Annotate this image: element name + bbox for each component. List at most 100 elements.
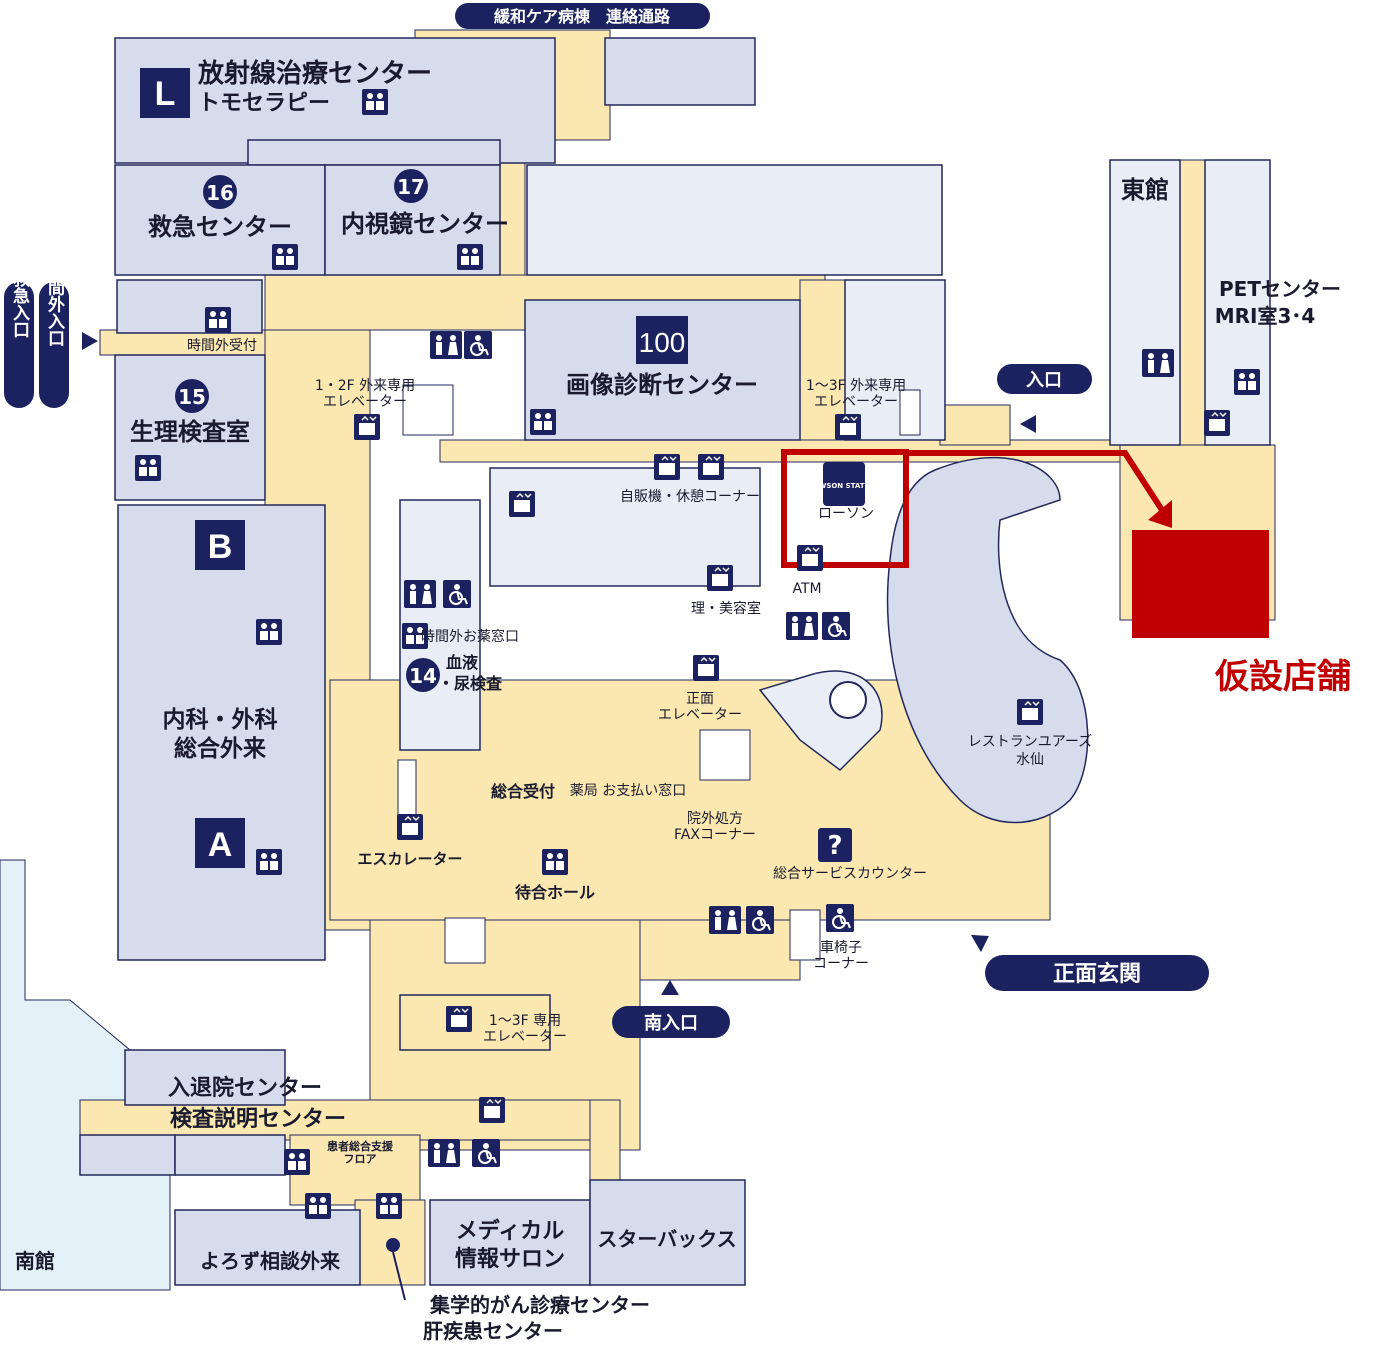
internal-surgery-line2: 総合外来 [174,735,267,762]
top-passage-label: 緩和ケア病棟 連絡通路 [494,7,671,26]
atm-label: ATM [792,581,821,597]
after-hours-entrance-label: 時間外入口 [44,260,65,346]
emergency-entrance-label: 救急入口 [9,269,30,338]
blood-line1: 血液 [446,653,479,672]
exam-icon [272,244,298,270]
block-l-badge [140,68,190,118]
consultation-label: よろず相談外来 [200,1249,341,1273]
physiology-title: 生理検査室 [130,418,250,446]
toilet-icon [404,580,436,608]
question-icon [818,828,852,862]
badges: L B A 100 16 17 15 14 ? LAWSON STATION [140,68,879,1301]
internal-surgery-line1: 内科・外科 [163,706,278,733]
exam-icon [256,849,282,875]
toilet-icon [786,612,818,640]
cancer-center-line2: 肝疾患センター [423,1319,563,1343]
radiation-subtitle: トモセラピー [198,91,330,116]
block-l-label: L [155,75,176,113]
pills: 緩和ケア病棟 連絡通路 入口 正面玄関 南入口 救急入口 時間外入口 [4,3,1209,1038]
exam-icon [362,89,388,115]
lawson-label: ローソン [818,506,874,522]
entrance-pill: 入口 [997,364,1092,394]
wheelchair-icon [463,330,493,360]
main-entrance-pill: 正面玄関 [985,955,1209,991]
elevator-icon [478,1096,506,1124]
imaging-title: 画像診断センター [566,371,758,399]
elevator-1-3f-south-label: 1～3F 専用エレベーター [483,1013,567,1045]
general-service-counter-label: 総合サービスカウンター [773,866,927,882]
escalator-label: エスカレーター [357,850,462,868]
blood-line2: ・尿検査 [438,674,502,693]
east-building-label: 東館 [1121,176,1169,204]
lawson-logo-text: LAWSON STATION [809,482,879,490]
toilet-icon [428,1139,460,1167]
toilet-icon [430,331,462,359]
room-16-label: 16 [206,181,234,205]
emergency-title: 救急センター [148,213,292,241]
elevator-icon [508,490,536,518]
barber-label: 理・美容室 [691,600,761,617]
pharmacy-payment-label: 薬局 お支払い窓口 [570,782,686,799]
svg-text:?: ? [827,831,842,861]
elevator-icon [445,1005,473,1033]
escalator-icon [396,813,424,841]
admission-line2: 検査説明センター [170,1106,346,1132]
block-a-label: A [208,826,233,864]
wheelchair-corner-label: 車椅子コーナー [813,939,869,972]
toilet-icon [709,906,741,934]
block-a-badge [195,818,245,868]
elevator-icon [1203,409,1231,437]
endoscopy-title: 内視鏡センター [341,210,509,238]
temp-store-label: 仮設店舗 [1214,657,1351,697]
scissors-icon [706,564,734,592]
restaurant-area [886,456,1089,824]
elevator-icon [353,413,381,441]
cancer-center-leader [392,1251,406,1301]
route-arrow [781,449,1269,638]
restaurant-icon [1016,698,1044,726]
admission-line1: 入退院センター [168,1075,322,1101]
exam-icon [256,619,282,645]
labels: 放射線治療センター トモセラピー 救急センター 内視鏡センター 時間外受付 生理… [15,58,1351,1343]
room-100-badge [636,316,688,364]
exam-icon [530,409,556,435]
exam-icon [205,307,231,333]
waiting-hall-label: 待合ホール [515,883,595,902]
entrance-arrows [82,332,1036,995]
light-rooms [399,159,1271,751]
exam-icon [135,455,161,481]
starbucks-label: スターバックス [597,1227,736,1251]
emergency-entrance-pill: 救急入口 [4,269,34,408]
room-15-badge [175,379,209,413]
vending-label: 自販機・休憩コーナー [620,488,760,505]
block-b-badge [195,520,245,570]
passage-pill: 緩和ケア病棟 連絡通路 [455,3,710,29]
wheelchair-icon [442,579,472,609]
south-entrance-label: 南入口 [644,1012,698,1034]
after-hours-entrance-pill: 時間外入口 [39,260,69,408]
restaurant-line1: レストランユアーズ [968,734,1092,750]
block-b-label: B [208,528,233,566]
stairs [397,384,921,964]
room-14-badge [406,658,440,692]
cancer-center-line1: 集学的がん診療センター [429,1293,650,1317]
general-reception-label: 総合受付 [491,782,555,801]
room-16-badge [203,175,237,209]
vending-icon [653,453,681,481]
restaurant-line2: 水仙 [1016,752,1044,768]
room-14-label: 14 [409,664,437,688]
spiral-stair [758,670,883,771]
cancer-center-dot [386,1238,400,1252]
room-100-label: 100 [639,327,686,358]
entrance-label: 入口 [1026,370,1062,391]
after-hours-pharmacy-label: 時間外お薬窓口 [421,628,519,645]
main-elevator-label: 正面エレベーター [658,691,742,723]
room-17-badge [394,169,428,203]
elevator-1-2f-label: 1・2F 外来専用エレベーター [315,378,415,410]
atm-icon [796,544,824,572]
exam-icon [376,1193,402,1219]
patient-support-label: 患者総合支援フロア [327,1139,394,1166]
